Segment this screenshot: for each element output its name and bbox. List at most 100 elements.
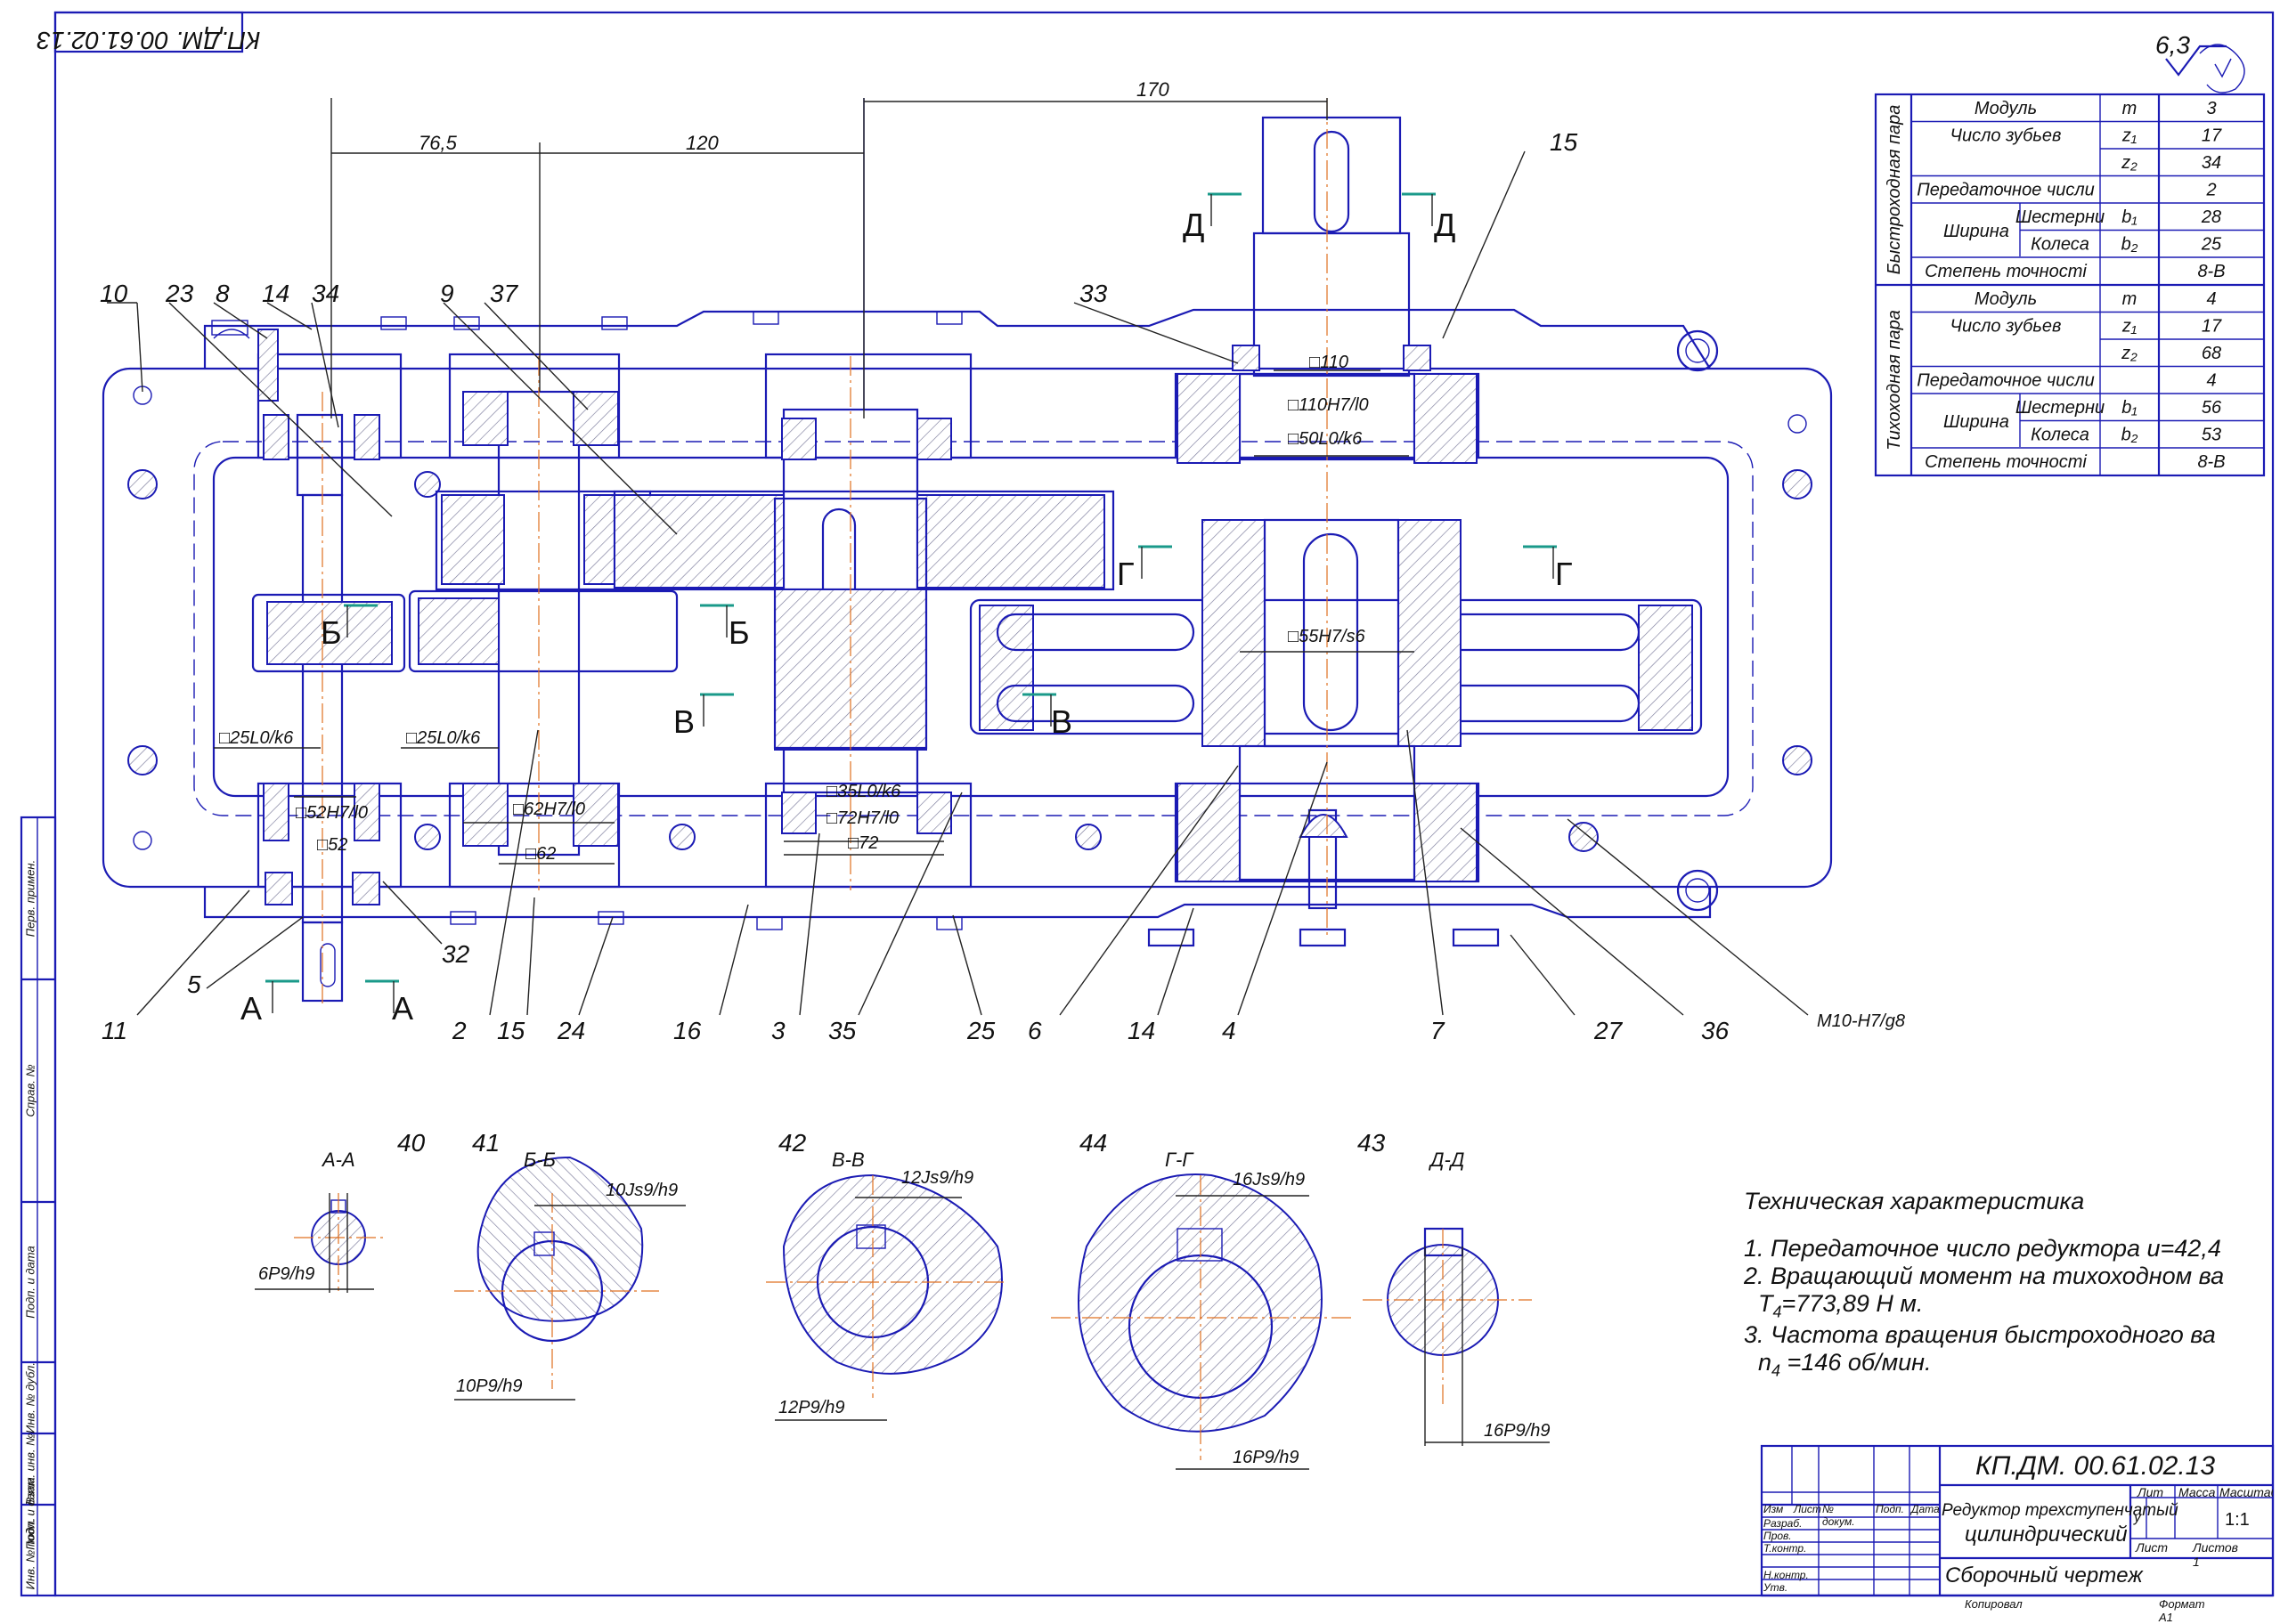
fast-row-3-param: Передаточное числи xyxy=(1917,181,2095,200)
output-shaft xyxy=(1177,98,1478,935)
section-fit-top-2: 12Js9/h9 xyxy=(901,1168,974,1188)
fast-row-0-param: Модуль xyxy=(1975,99,2037,118)
stamp-scale: 1:1 xyxy=(2225,1510,2250,1530)
fast-row-2-value: 34 xyxy=(2202,153,2221,173)
section-fit-bottom-3: 16Р9/h9 xyxy=(1233,1448,1299,1467)
stamp-lit: Лит xyxy=(2138,1485,2164,1499)
part-27: 27 xyxy=(1594,1017,1623,1044)
tech-line-1: 1. Передаточное число редуктора u=42,4 xyxy=(1744,1235,2221,1262)
section-fit-top-3: 16Js9/h9 xyxy=(1233,1170,1306,1190)
output-gear xyxy=(969,518,1703,748)
slow-row-2-value: 68 xyxy=(2202,344,2221,363)
part-2: 2 xyxy=(452,1017,467,1044)
stamp-razrab: Разраб. xyxy=(1763,1517,1803,1530)
outer-frame xyxy=(53,11,2275,1597)
fast-row-6-value: 8-В xyxy=(2197,262,2225,281)
part-8: 8 xyxy=(216,280,230,307)
doc-code-box xyxy=(53,11,244,53)
part-35: 35 xyxy=(828,1017,857,1044)
stamp-mass: Масса xyxy=(2178,1485,2216,1499)
part-37: 37 xyxy=(490,280,518,307)
mark-a-right: А xyxy=(392,990,414,1027)
stamp-ndoc: № докум. xyxy=(1822,1503,1855,1528)
part-25: 25 xyxy=(967,1017,996,1044)
dim-d52: □52 xyxy=(317,835,348,855)
stamp-format: Формат А1 xyxy=(2159,1597,2205,1624)
stamp-scale-header: Масштаб xyxy=(2219,1485,2273,1499)
part-33: 33 xyxy=(1079,280,1108,307)
slow-row-2-symbol: z₂ xyxy=(2121,344,2138,363)
fast-pair-label: Быстроходная пара xyxy=(1885,105,1904,275)
housing xyxy=(102,308,1833,919)
section-number-41: 41 xyxy=(472,1129,501,1157)
part-16: 16 xyxy=(673,1017,702,1044)
section-title-1: Б-Б xyxy=(524,1149,556,1171)
tech-title: Техническая характеристика xyxy=(1744,1188,2085,1214)
dim-d110h7: □110Н7/l0 xyxy=(1288,395,1369,415)
dim-d72: □72 xyxy=(848,833,879,853)
dim-d55: □55Н7/s6 xyxy=(1288,627,1365,646)
dim-d110: □110 xyxy=(1309,353,1348,372)
dowel-pins xyxy=(211,320,279,402)
fast-row-3-value: 2 xyxy=(2205,181,2216,200)
dim-d62h7: □62Н7/l0 xyxy=(513,800,586,819)
mark-d-right: Д xyxy=(1434,207,1456,243)
side-strip-label-3: Инв. № дубл. xyxy=(23,1362,37,1433)
dim-d35: □35L0/k6 xyxy=(826,782,901,801)
mark-b-right: Б xyxy=(729,614,750,651)
mark-g-right: Г xyxy=(1555,556,1573,592)
part-9: 9 xyxy=(440,280,454,307)
mark-b-left: Б xyxy=(321,614,342,651)
leader-lines xyxy=(107,150,1809,1016)
side-strip-label-1: Справ. № xyxy=(23,1064,37,1117)
mark-g-left: Г xyxy=(1117,556,1135,592)
side-strip-label-6: Инв. № подл. xyxy=(23,1517,37,1590)
part-14-top: 14 xyxy=(262,280,290,307)
tech-line-3: 3. Частота вращения быстроходного ва xyxy=(1744,1321,2216,1349)
part-15-bottom: 15 xyxy=(497,1017,525,1044)
stamp-prov: Пров. xyxy=(1763,1530,1792,1542)
dim-d72h7: □72Н7/l0 xyxy=(826,808,900,828)
dim-d25-2: □25L0/k6 xyxy=(406,728,481,748)
width-label-slow: Ширина xyxy=(1943,412,2009,432)
mark-d-left: Д xyxy=(1183,207,1205,243)
stamp-name-2: цилиндрический xyxy=(1965,1522,2128,1547)
slow-row-0-value: 4 xyxy=(2206,289,2216,309)
side-strip-label-0: Перв. примен. xyxy=(23,859,37,938)
fast-row-4-symbol: b₁ xyxy=(2121,207,2137,227)
width-label-fast: Ширина xyxy=(1943,222,2009,241)
slow-row-4-symbol: b₁ xyxy=(2121,398,2137,418)
part-5: 5 xyxy=(187,970,201,998)
stamp-kopir: Копировал xyxy=(1965,1597,2023,1611)
stamp-utv: Утв. xyxy=(1763,1581,1788,1594)
part-24: 24 xyxy=(558,1017,586,1044)
section-fit-bottom-1: 10Р9/h9 xyxy=(456,1376,523,1396)
part-14-bottom: 14 xyxy=(1128,1017,1156,1044)
part-11: 11 xyxy=(102,1017,128,1044)
section-number-42: 42 xyxy=(778,1129,807,1157)
slow-row-1-param: Число зубьев xyxy=(1950,317,2062,337)
input-shaft xyxy=(251,392,406,1006)
dim-d50: □50L0/k6 xyxy=(1288,429,1363,449)
slow-row-0-param: Модуль xyxy=(1975,289,2037,309)
slow-row-4-param: Шестерни xyxy=(2015,398,2105,418)
slow-pair-label: Тихоходная пара xyxy=(1885,310,1904,451)
slow-row-1-symbol: z₁ xyxy=(2121,317,2137,337)
mark-v-left: В xyxy=(673,703,696,740)
part-10: 10 xyxy=(100,280,128,307)
slow-row-6-value: 8-В xyxy=(2197,452,2225,472)
slow-row-0-symbol: m xyxy=(2122,289,2138,309)
part-15-top: 15 xyxy=(1550,128,1578,156)
dim-120: 120 xyxy=(686,132,719,154)
section-number-40: 40 xyxy=(397,1129,426,1157)
tech-line-3b: n4 =146 об/мин. xyxy=(1758,1349,1932,1380)
tech-line-2: 2. Вращающий момент на тихоходном ва xyxy=(1744,1263,2225,1289)
section-views xyxy=(255,1156,1550,1470)
part-32: 32 xyxy=(442,940,470,968)
side-strip-frame xyxy=(20,816,57,1597)
fast-row-0-value: 3 xyxy=(2206,99,2216,118)
roughness-mark: 6,3 xyxy=(2155,31,2245,93)
fast-row-6-param: Степень точності xyxy=(1925,262,2087,281)
flange-bolts xyxy=(127,386,1812,852)
